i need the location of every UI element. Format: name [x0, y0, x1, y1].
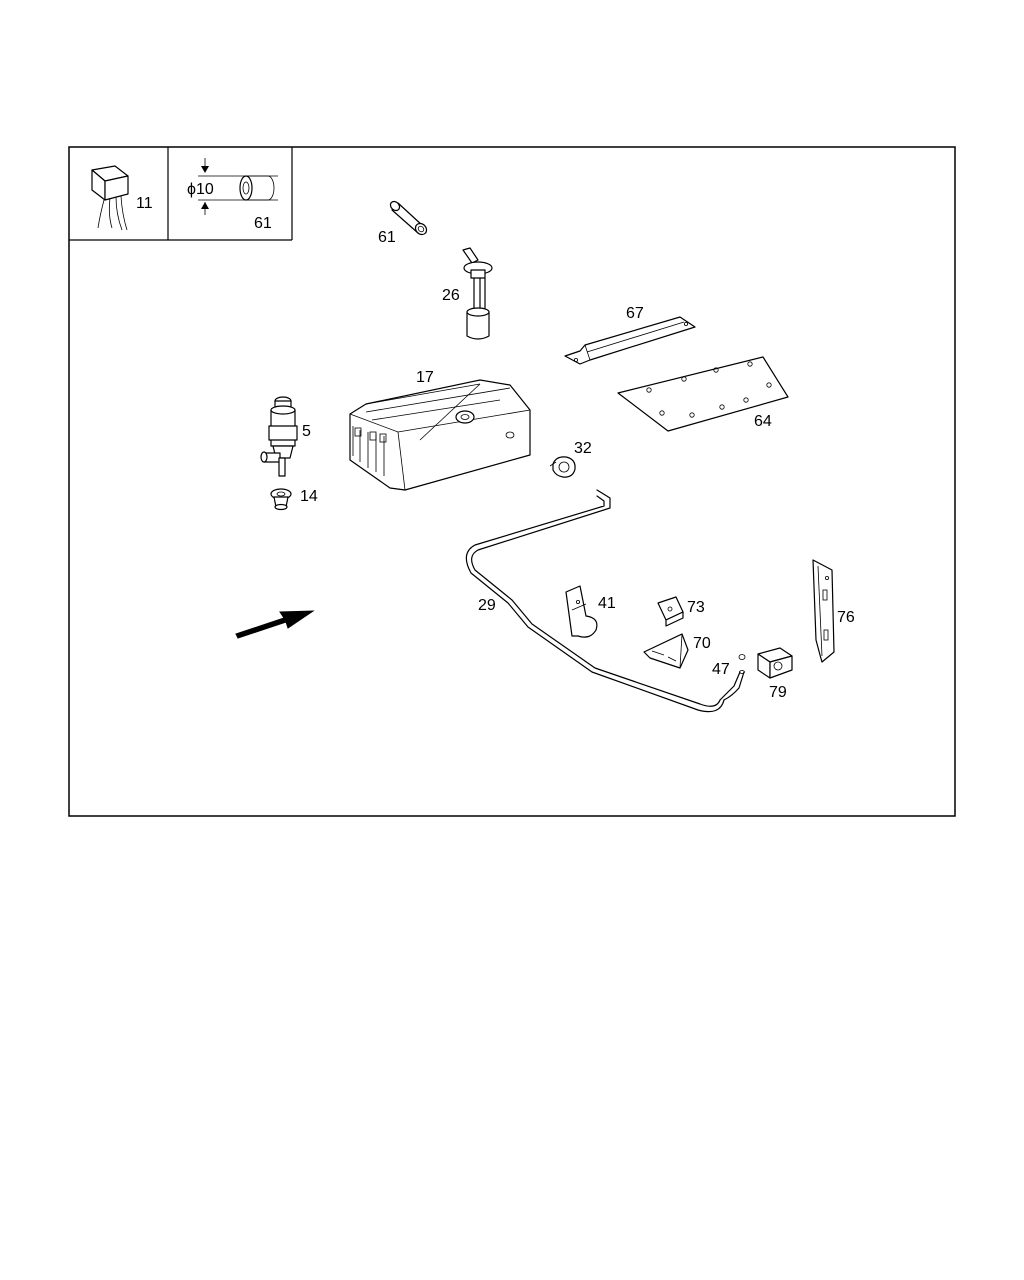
- level-sensor-part: [462, 247, 493, 340]
- label-41: 41: [598, 595, 616, 612]
- inset-part-number: 11: [136, 195, 153, 212]
- label-29: 29: [478, 597, 496, 614]
- label-70: 70: [693, 635, 711, 652]
- dimension-part-number: 61: [254, 215, 272, 232]
- label-67: 67: [626, 305, 644, 322]
- diagram-frame: [68, 146, 956, 817]
- label-61: 61: [378, 229, 396, 246]
- direction-arrow-icon: [235, 610, 315, 639]
- nut-clip-part: [657, 596, 684, 627]
- hose-line-part: [465, 489, 746, 713]
- grommet-part: [270, 488, 292, 511]
- label-76: 76: [837, 609, 855, 626]
- connector-block-icon: [91, 165, 129, 231]
- inset-boxes: [69, 147, 293, 241]
- label-14: 14: [300, 488, 318, 505]
- gasket-plate-part: [617, 356, 789, 432]
- label-47: 47: [712, 661, 730, 678]
- label-79: 79: [769, 684, 787, 701]
- clip-part: [549, 456, 576, 478]
- label-73: 73: [687, 599, 705, 616]
- tube-part: [389, 200, 428, 236]
- tube-dimension-icon: [198, 158, 278, 215]
- reservoir-tank-part: [349, 379, 531, 491]
- vertical-bracket-part: [812, 559, 835, 663]
- bracket-rail-part: [564, 316, 696, 365]
- label-64: 64: [754, 413, 772, 430]
- washer-pump-part: [260, 396, 298, 477]
- holder-bracket-part: [565, 585, 598, 638]
- angle-bracket-part: [643, 633, 689, 669]
- label-5: 5: [302, 423, 311, 440]
- label-17: 17: [416, 369, 434, 386]
- label-26: 26: [442, 287, 460, 304]
- dimension-label: ϕ10: [187, 181, 214, 198]
- holder-block-part: [757, 647, 793, 679]
- label-32: 32: [574, 440, 592, 457]
